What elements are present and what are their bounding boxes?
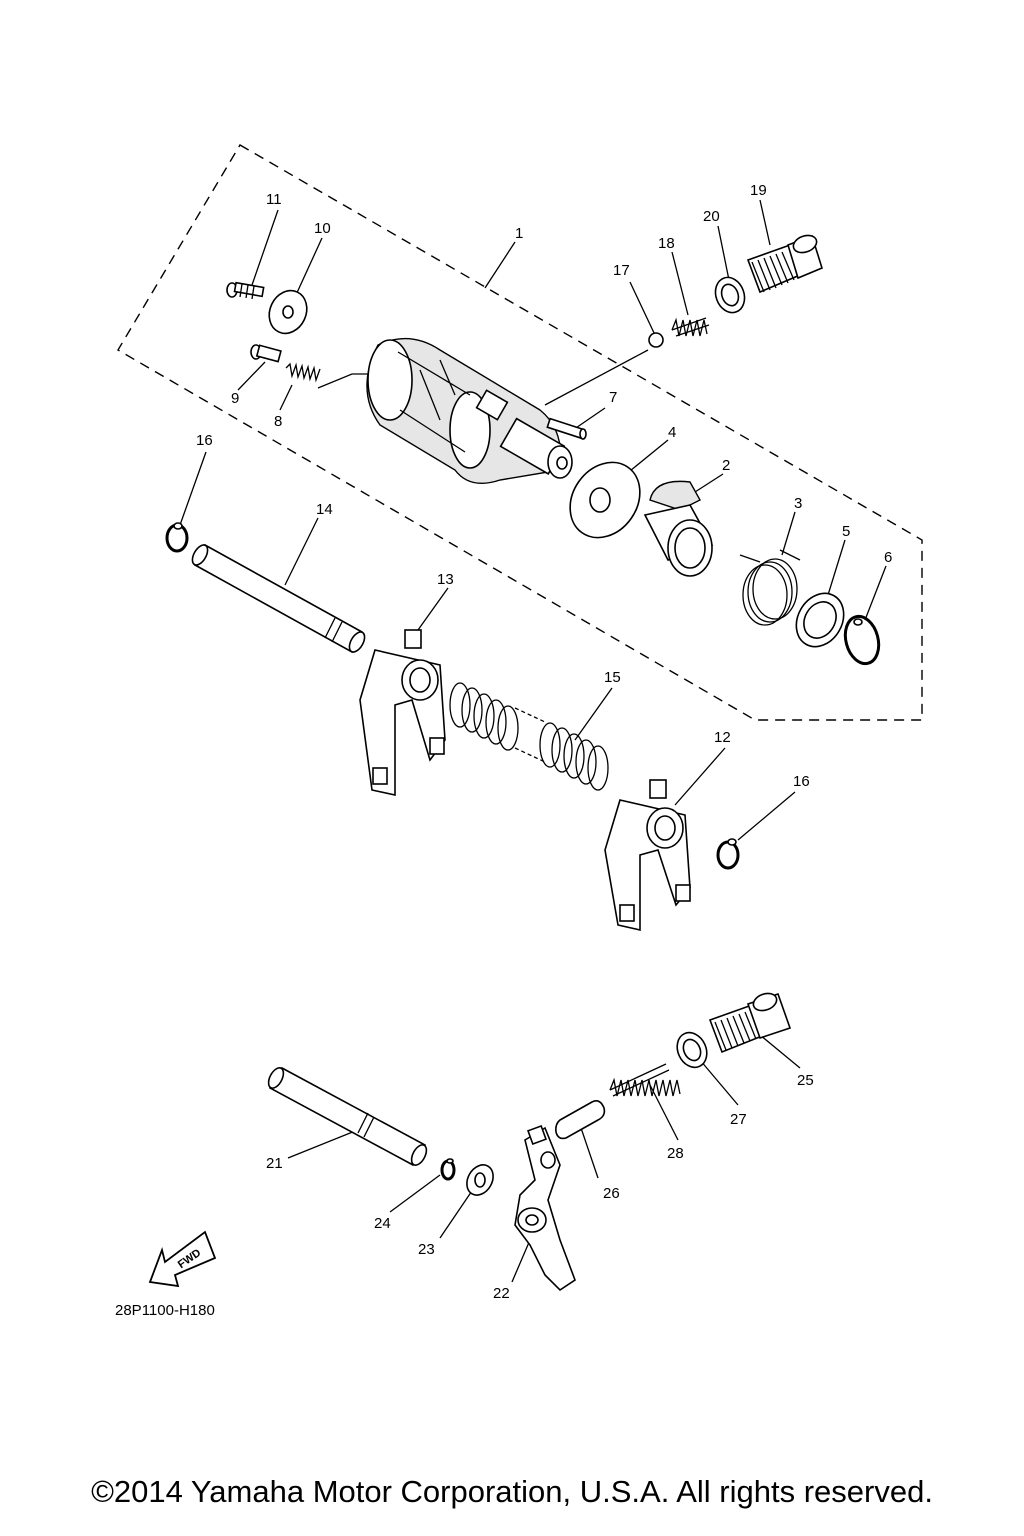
- part-17-ball: [648, 332, 664, 348]
- part-9-pin: [250, 344, 282, 363]
- part-16-circlip-right: [716, 838, 740, 870]
- part-13-shift-fork: [359, 629, 446, 796]
- fwd-arrow-icon: FWD: [148, 1230, 217, 1288]
- part-10-plate: [268, 289, 308, 335]
- label-part-2: 2: [722, 457, 730, 474]
- label-part-4: 4: [668, 424, 676, 441]
- part-8-spring: [285, 362, 321, 383]
- part-12-shift-fork: [604, 779, 691, 932]
- part-21-shaft: [267, 1066, 428, 1167]
- part-22-lever: [514, 1125, 576, 1292]
- label-part-21: 21: [266, 1155, 283, 1172]
- label-part-15: 15: [604, 669, 621, 686]
- label-part-28: 28: [667, 1145, 684, 1162]
- part-4-plate: [569, 461, 641, 539]
- label-part-5: 5: [842, 523, 850, 540]
- label-part-26: 26: [603, 1185, 620, 1202]
- part-25-plug: [708, 992, 792, 1054]
- part-16-circlip-left: [165, 522, 189, 553]
- part-11-screw: [226, 281, 265, 300]
- part-20-washer: [714, 276, 746, 314]
- part-7-pin: [546, 417, 587, 440]
- part-6-circlip: [843, 614, 881, 666]
- part-28-spring: [609, 1063, 681, 1097]
- label-part-22: 22: [493, 1285, 510, 1302]
- label-part-10: 10: [314, 220, 331, 237]
- part-14-shaft: [191, 543, 366, 654]
- label-part-1: 1: [515, 225, 523, 242]
- label-part-23: 23: [418, 1241, 435, 1258]
- label-part-16-right: 16: [793, 773, 810, 790]
- part-24-circlip: [440, 1158, 456, 1181]
- label-part-19: 19: [750, 182, 767, 199]
- label-part-8: 8: [274, 413, 282, 430]
- label-part-17: 17: [613, 262, 630, 279]
- label-part-13: 13: [437, 571, 454, 588]
- label-part-12: 12: [714, 729, 731, 746]
- diagram-code: 28P1100-H180: [115, 1302, 215, 1319]
- part-26-pin: [555, 1100, 606, 1140]
- part-2-collar: [643, 480, 714, 577]
- label-part-27: 27: [730, 1111, 747, 1128]
- assembly-outline: [117, 144, 923, 721]
- part-23-washer: [466, 1164, 494, 1196]
- part-27-washer: [676, 1031, 708, 1069]
- label-part-6: 6: [884, 549, 892, 566]
- label-part-9: 9: [231, 390, 239, 407]
- label-part-20: 20: [703, 208, 720, 225]
- label-part-14: 14: [316, 501, 333, 518]
- part-19-plug: [746, 234, 823, 294]
- label-part-11: 11: [266, 191, 282, 208]
- part-18-spring: [671, 317, 710, 337]
- leader-lines: [179, 199, 887, 1283]
- part-3-torsion-spring: [739, 549, 801, 626]
- label-part-3: 3: [794, 495, 802, 512]
- label-part-18: 18: [658, 235, 675, 252]
- label-part-24: 24: [374, 1215, 391, 1232]
- part-1-shift-drum: [366, 337, 573, 484]
- label-part-7: 7: [609, 389, 617, 406]
- label-part-16-left: 16: [196, 432, 213, 449]
- copyright-notice: ©2014 Yamaha Motor Corporation, U.S.A. A…: [91, 1474, 933, 1509]
- label-part-25: 25: [797, 1072, 814, 1089]
- part-labels: 1 2 3 4 5 6 7 8 9 10 11 12 13 14 15 16 1…: [196, 182, 892, 1302]
- part-15-spring: [449, 682, 609, 791]
- part-5-washer: [795, 592, 845, 648]
